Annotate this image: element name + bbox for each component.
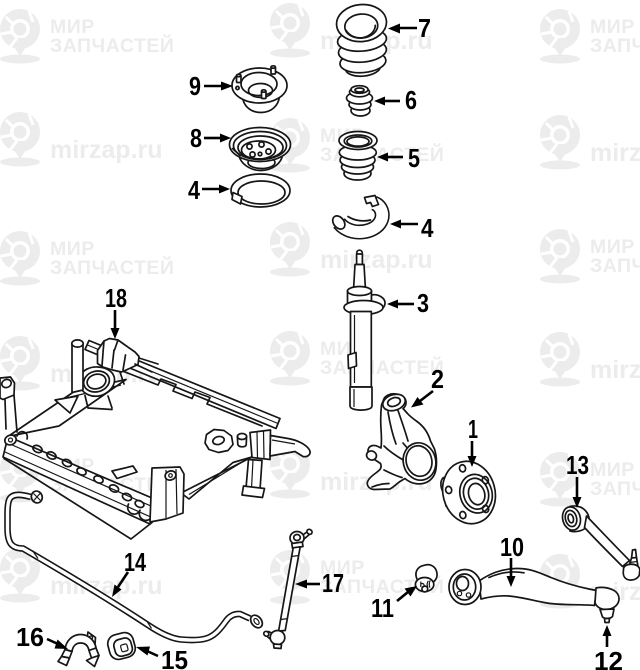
svg-text:18: 18 bbox=[105, 283, 127, 313]
svg-text:15: 15 bbox=[161, 645, 188, 670]
svg-text:7: 7 bbox=[418, 13, 431, 43]
svg-text:14: 14 bbox=[124, 547, 146, 577]
svg-text:3: 3 bbox=[417, 288, 429, 318]
svg-text:4: 4 bbox=[421, 213, 434, 243]
svg-text:12: 12 bbox=[594, 646, 623, 670]
svg-text:8: 8 bbox=[190, 123, 202, 153]
svg-text:13: 13 bbox=[566, 450, 589, 480]
svg-text:2: 2 bbox=[431, 364, 444, 394]
svg-text:16: 16 bbox=[16, 622, 44, 652]
svg-text:11: 11 bbox=[371, 593, 394, 623]
svg-text:1: 1 bbox=[468, 414, 478, 444]
svg-text:6: 6 bbox=[405, 85, 417, 115]
svg-text:5: 5 bbox=[408, 143, 420, 173]
svg-text:10: 10 bbox=[500, 532, 524, 562]
svg-text:9: 9 bbox=[189, 71, 201, 101]
svg-text:4: 4 bbox=[188, 175, 200, 205]
svg-text:17: 17 bbox=[322, 568, 344, 598]
